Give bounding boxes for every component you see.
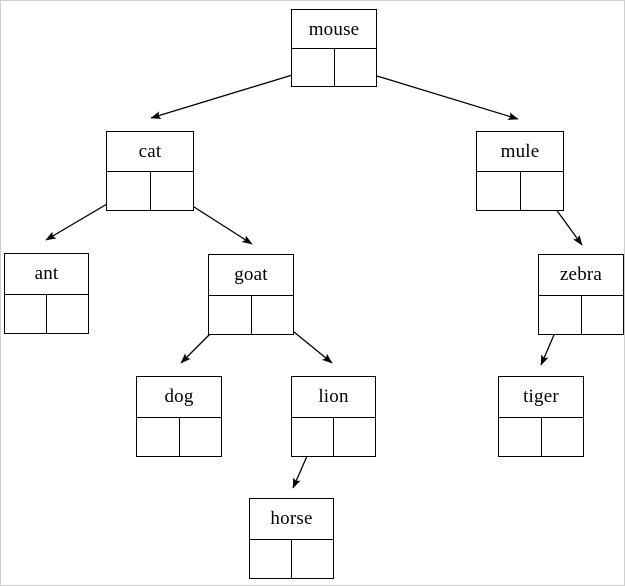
- tree-node-mouse[interactable]: mouse: [291, 9, 377, 87]
- left-pointer-cell-zebra[interactable]: [539, 295, 582, 334]
- right-pointer-cell-horse[interactable]: [292, 539, 333, 578]
- tree-node-pointers-mule: [477, 171, 563, 210]
- left-pointer-cell-ant[interactable]: [5, 294, 47, 333]
- tree-node-zebra[interactable]: zebra: [538, 254, 624, 335]
- tree-node-dog[interactable]: dog: [136, 376, 222, 457]
- tree-node-pointers-cat: [107, 171, 193, 210]
- tree-node-tiger[interactable]: tiger: [498, 376, 584, 457]
- tree-node-pointers-lion: [292, 416, 375, 456]
- left-pointer-cell-tiger[interactable]: [499, 417, 542, 456]
- tree-node-lion[interactable]: lion: [291, 376, 376, 457]
- tree-edge-mouse-to-cat: [150, 68, 313, 119]
- right-pointer-cell-zebra[interactable]: [581, 295, 623, 334]
- tree-node-mule[interactable]: mule: [476, 131, 564, 211]
- tree-node-pointers-dog: [137, 416, 221, 456]
- tree-node-pointers-ant: [5, 293, 88, 333]
- left-pointer-cell-horse[interactable]: [250, 539, 292, 578]
- tree-node-label-mouse: mouse: [308, 18, 360, 40]
- right-pointer-cell-goat[interactable]: [251, 295, 293, 334]
- tree-node-label-goat: goat: [234, 264, 268, 286]
- tree-node-label-horse: horse: [270, 508, 313, 530]
- tree-node-pointers-tiger: [499, 416, 583, 456]
- tree-node-horse[interactable]: horse: [249, 498, 334, 579]
- tree-node-pointers-mouse: [292, 48, 376, 86]
- right-pointer-cell-ant[interactable]: [47, 294, 88, 333]
- tree-node-label-ant: ant: [34, 263, 59, 285]
- right-pointer-cell-mouse[interactable]: [334, 49, 376, 86]
- tree-node-label-dog: dog: [164, 386, 194, 408]
- right-pointer-cell-dog[interactable]: [179, 417, 221, 456]
- left-pointer-cell-goat[interactable]: [209, 295, 252, 334]
- left-pointer-cell-lion[interactable]: [292, 417, 334, 456]
- left-pointer-cell-cat[interactable]: [107, 172, 151, 210]
- tree-node-pointers-horse: [250, 538, 333, 578]
- left-pointer-cell-mule[interactable]: [477, 172, 521, 210]
- right-pointer-cell-cat[interactable]: [150, 172, 193, 210]
- tree-node-label-cat: cat: [138, 141, 162, 162]
- tree-node-pointers-goat: [209, 294, 293, 334]
- tree-node-label-lion: lion: [318, 386, 349, 408]
- tree-node-goat[interactable]: goat: [208, 254, 294, 335]
- right-pointer-cell-tiger[interactable]: [541, 417, 583, 456]
- tree-node-label-mule: mule: [500, 141, 540, 162]
- left-pointer-cell-dog[interactable]: [137, 417, 180, 456]
- right-pointer-cell-mule[interactable]: [520, 172, 563, 210]
- tree-node-pointers-zebra: [539, 294, 623, 334]
- right-pointer-cell-lion[interactable]: [334, 417, 375, 456]
- tree-edge-mouse-to-mule: [353, 68, 519, 120]
- tree-node-label-zebra: zebra: [559, 264, 603, 286]
- tree-node-label-tiger: tiger: [523, 386, 559, 408]
- left-pointer-cell-mouse[interactable]: [292, 49, 335, 86]
- tree-node-ant[interactable]: ant: [4, 253, 89, 334]
- tree-node-cat[interactable]: cat: [106, 131, 194, 211]
